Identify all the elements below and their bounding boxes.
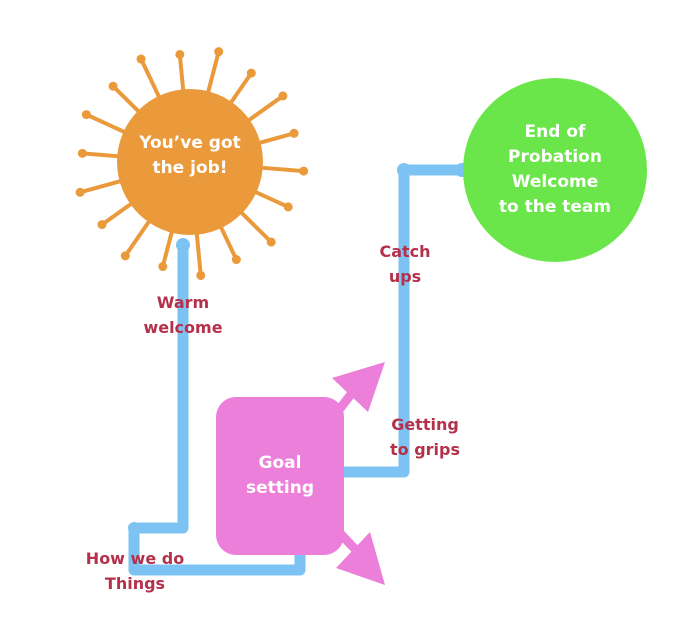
sun-ray-tip: [136, 54, 146, 64]
path-dot: [176, 238, 190, 252]
sun-ray-tip: [158, 262, 168, 272]
sun-ray-tip: [246, 68, 256, 78]
end-of-probation-label: End of Probation Welcome to the team: [498, 122, 612, 217]
sun-ray-tip: [77, 148, 87, 158]
sun-ray: [111, 84, 144, 117]
sun-label: You’ve got the job!: [139, 133, 241, 178]
sun-ray: [226, 71, 254, 109]
sun-ray: [217, 221, 239, 262]
sun-ray-tip: [289, 128, 299, 138]
step-getting-to-grips: Getting to grips: [389, 415, 460, 459]
sun-rays: [75, 47, 309, 280]
end-of-probation-circle: [463, 78, 647, 262]
sun-ray-tip: [299, 166, 309, 176]
sun-ray: [78, 178, 127, 195]
path-dot: [397, 163, 411, 177]
sun-ray-tip: [231, 255, 241, 265]
sun-ray: [194, 227, 203, 278]
sun-ray-tip: [97, 220, 107, 230]
sun-ray-tip: [108, 81, 118, 91]
step-how-we-do-things: How we do Things: [85, 549, 185, 593]
sun-ray-tip: [81, 110, 91, 120]
sun-ray-tip: [75, 187, 85, 197]
arrow-down-icon: [336, 532, 385, 585]
sun-ray: [123, 215, 154, 258]
sun-circle: [117, 89, 263, 235]
sun-ray: [99, 199, 137, 227]
sun-ray: [255, 165, 306, 174]
sun-ray: [160, 225, 175, 269]
sun-ray-tip: [196, 270, 206, 280]
sun-ray: [84, 112, 131, 136]
goal-setting-box: [216, 397, 344, 555]
sun-ray: [80, 151, 125, 159]
sun-ray: [253, 131, 297, 146]
arrow-up-icon: [332, 362, 385, 412]
sun-ray-tip: [120, 251, 130, 261]
journey-path: [128, 164, 468, 576]
goal-setting-label: Goal setting: [246, 453, 314, 498]
sun-ray: [139, 57, 163, 103]
sun-ray: [205, 49, 221, 99]
sun-ray: [177, 52, 186, 97]
sun-ray: [249, 188, 291, 209]
sun-ray-tip: [175, 49, 185, 59]
sun-ray-tip: [266, 237, 276, 247]
sun-ray: [236, 207, 274, 245]
path-dot: [128, 522, 140, 534]
sun-ray: [243, 93, 285, 125]
step-catch-ups: Catch ups: [379, 242, 431, 286]
step-warm-welcome: Warm welcome: [143, 293, 223, 337]
sun-ray-tip: [278, 91, 288, 101]
sun-ray-tip: [283, 202, 293, 212]
sun-ray-tip: [214, 47, 224, 57]
